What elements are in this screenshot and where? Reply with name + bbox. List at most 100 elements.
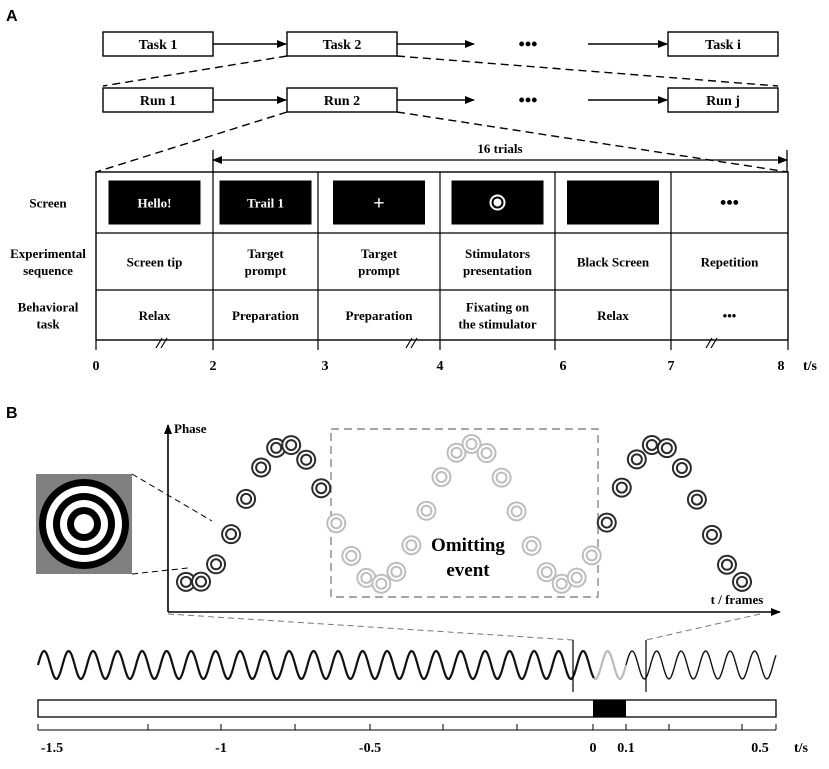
screen-stimulus-icon xyxy=(487,192,508,213)
time-tick-label: 0 xyxy=(93,359,100,374)
waveform-omitted xyxy=(593,649,628,681)
row-header: Screen xyxy=(29,196,67,211)
phase-stimulus-icon xyxy=(611,477,632,498)
row-header: sequence xyxy=(23,263,73,278)
task-ellipsis: ••• xyxy=(519,34,538,54)
omitting-label-line2: event xyxy=(446,560,490,581)
ring xyxy=(724,562,730,567)
axis-break xyxy=(410,337,418,349)
run-2-label: Run 2 xyxy=(324,94,360,109)
row-header: Experimental xyxy=(10,246,86,261)
zoom-line xyxy=(396,55,779,87)
run-2-box xyxy=(286,87,398,113)
panel-b-letter: B xyxy=(6,405,18,422)
screen-display xyxy=(108,180,201,225)
screen-row: Hello!Trail 1+••• xyxy=(108,180,739,225)
phase-stimulus-icon xyxy=(536,562,557,583)
ring xyxy=(198,579,204,584)
sequence-cell: prompt xyxy=(358,263,400,278)
ring xyxy=(379,581,384,586)
phase-stimulus-icon xyxy=(416,500,437,521)
phase-stimulus-icon xyxy=(506,501,527,522)
time-tick-label: 4 xyxy=(437,359,444,374)
time-tick-label: 7 xyxy=(668,359,675,374)
ring xyxy=(664,445,670,451)
phase-stimulus-curve xyxy=(176,434,752,594)
phase-stimulus-icon xyxy=(401,535,422,556)
phase-stimulus-icon xyxy=(521,535,542,556)
ring xyxy=(739,579,745,585)
ring xyxy=(439,474,444,480)
time-tick-label: 0.1 xyxy=(617,741,635,756)
ring xyxy=(304,457,309,462)
stimulation-waveform xyxy=(36,649,777,681)
screen-display xyxy=(219,180,312,225)
phase-stimulus-icon xyxy=(431,467,452,488)
zoom-line xyxy=(131,567,189,575)
ring xyxy=(424,508,429,513)
enlarged-stimulus xyxy=(36,474,132,574)
phase-stimulus-icon xyxy=(206,554,227,575)
ring xyxy=(258,465,264,470)
task-i-label: Task i xyxy=(705,38,741,53)
time-tick-label: 6 xyxy=(560,359,567,374)
stimulus-rings-icon xyxy=(39,479,129,569)
run-1-box xyxy=(102,87,214,113)
ring xyxy=(529,543,534,549)
axis-break xyxy=(710,337,718,349)
ring xyxy=(243,496,249,502)
run-ellipsis: ••• xyxy=(519,90,538,110)
ring xyxy=(77,517,91,531)
run-row: Run 1 Run 2 Run j ••• xyxy=(102,87,779,113)
sequence-cell: Black Screen xyxy=(577,255,650,270)
task-i-box xyxy=(667,31,779,57)
time-unit-label: t/s xyxy=(794,741,809,756)
phase-stimulus-icon xyxy=(221,524,242,545)
behavior-cell: the stimulator xyxy=(458,317,537,332)
ring xyxy=(228,531,234,537)
sequence-row: Screen tipTargetpromptTargetpromptStimul… xyxy=(127,246,760,278)
phase-stimulus-icon xyxy=(732,571,752,592)
phase-stimulus-icon xyxy=(581,545,602,566)
phase-stimulus-icon xyxy=(641,434,662,455)
zoom-line xyxy=(102,55,288,87)
ring xyxy=(349,553,354,559)
table-border xyxy=(95,171,789,341)
time-tick-label: 0 xyxy=(590,741,597,756)
zoom-line xyxy=(167,613,574,641)
phase-stimulus-icon xyxy=(716,554,737,575)
task-2-box xyxy=(286,31,398,57)
phase-stimulus-icon xyxy=(236,488,257,509)
phase-stimulus-icon xyxy=(551,573,572,594)
ring xyxy=(574,575,579,580)
sequence-cell: Repetition xyxy=(701,255,760,270)
ring xyxy=(469,441,474,447)
screen-ellipsis: ••• xyxy=(720,193,739,213)
task-1-label: Task 1 xyxy=(139,38,178,53)
ring xyxy=(394,569,399,575)
task-row: Task 1 Task 2 Task i ••• xyxy=(102,31,779,57)
run-1-label: Run 1 xyxy=(140,94,176,109)
phase-stimulus-icon xyxy=(371,573,392,594)
ring xyxy=(544,569,549,575)
phase-stimulus-icon xyxy=(701,524,722,545)
ring xyxy=(694,497,700,502)
ring xyxy=(514,509,519,514)
zoom-line xyxy=(95,111,288,173)
waveform-pre xyxy=(36,649,595,681)
behavior-cell: Relax xyxy=(597,308,629,323)
row-header: task xyxy=(36,317,60,332)
ring xyxy=(183,579,189,585)
phase-stimulus-icon xyxy=(251,457,272,478)
phase-stimulus-icon xyxy=(446,442,467,463)
screen-text: Trail 1 xyxy=(247,196,284,211)
phase-axis-label: Phase xyxy=(174,421,207,436)
phase-stimulus-icon xyxy=(566,567,587,588)
phase-stimulus-icon xyxy=(656,438,677,459)
row-header: Behavioral xyxy=(18,300,79,315)
axis-break xyxy=(155,337,163,349)
ring xyxy=(288,442,294,448)
